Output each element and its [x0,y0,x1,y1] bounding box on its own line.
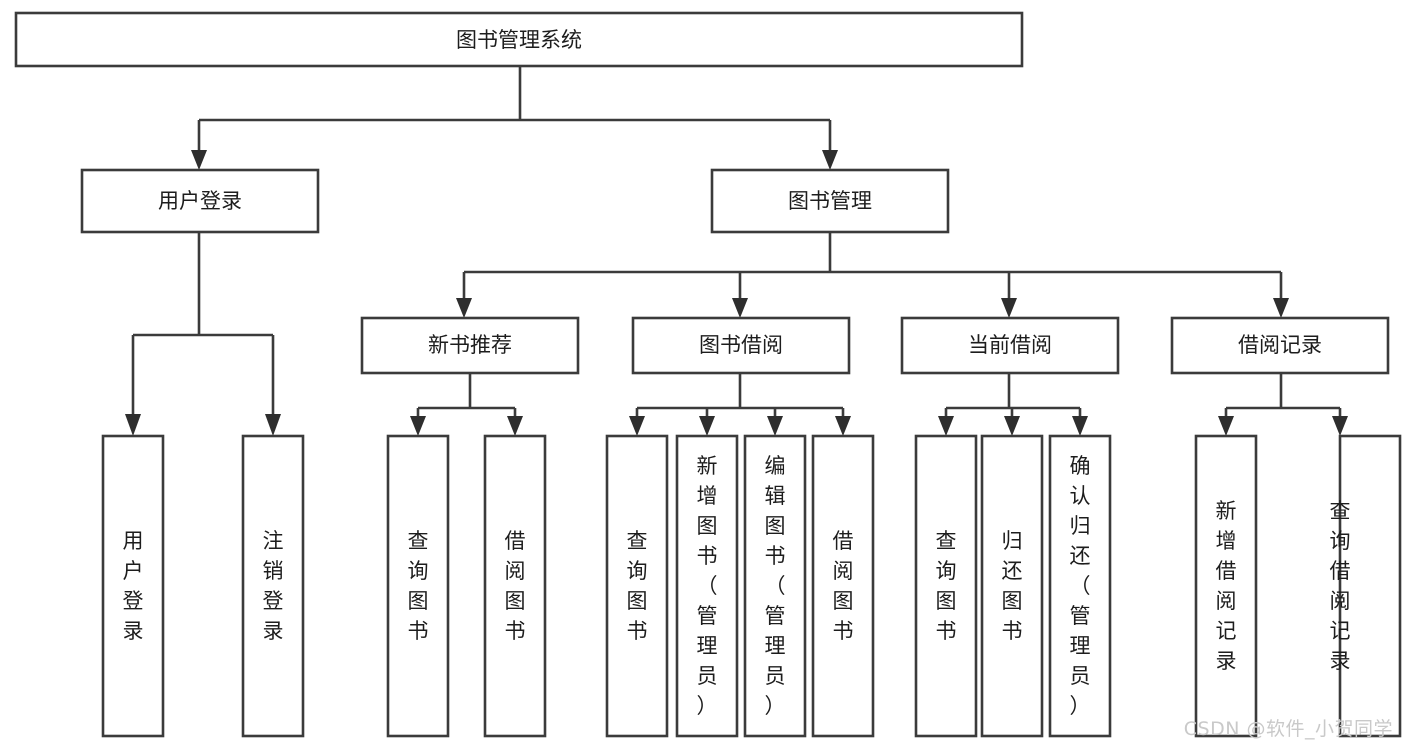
node-new-book-recommend-label: 新书推荐 [428,333,512,357]
arrow-head-book-borrow [732,298,748,318]
node-new-book-recommend-box[interactable] [360,316,580,375]
node-leaf-borrow-book-1-box[interactable] [483,434,547,738]
node-leaf-borrow-book-1[interactable]: 借阅图书 [483,434,547,738]
node-new-book-recommend[interactable]: 新书推荐 [360,316,580,375]
arrow-head-new-book-recommend [456,298,472,318]
node-leaf-logout-login[interactable]: 注销登录 [241,434,305,738]
node-root[interactable]: 图书管理系统 [14,11,1024,68]
node-leaf-edit-book-admin-label: 编辑图书（管理员） [765,454,786,718]
arrow-head-leaf-confirm-return-admin [1072,416,1088,436]
node-book-borrow-label: 图书借阅 [699,333,783,357]
node-leaf-query-book-2[interactable]: 查询图书 [605,434,669,738]
node-leaf-query-borrow-record[interactable]: 查询借阅记录 [1330,434,1402,738]
arrow-head-leaf-edit-book-admin [767,416,783,436]
node-leaf-query-borrow-record-label: 查询借阅记录 [1330,499,1351,673]
arrow-head-leaf-query-borrow-record [1332,416,1348,436]
node-current-borrow[interactable]: 当前借阅 [900,316,1120,375]
node-leaf-query-book-3-label: 查询图书 [936,529,957,643]
node-leaf-confirm-return-admin-label: 确认归还（管理员） [1070,454,1091,718]
arrow-head-leaf-add-book-admin [699,416,715,436]
node-book-borrow[interactable]: 图书借阅 [631,316,851,375]
node-root-label: 图书管理系统 [456,28,582,52]
arrow-head-borrow-record [1273,298,1289,318]
node-leaf-confirm-return-admin[interactable]: 确认归还（管理员） [1048,434,1112,738]
connector-layer [125,66,1348,436]
node-leaf-user-login-box[interactable] [101,434,165,738]
node-leaf-edit-book-admin[interactable]: 编辑图书（管理员） [743,434,807,738]
node-leaf-add-book-admin[interactable]: 新增图书（管理员） [675,434,739,738]
node-leaf-logout-login-box[interactable] [241,434,305,738]
node-user-login[interactable]: 用户登录 [80,168,320,234]
node-current-borrow-box[interactable] [900,316,1120,375]
node-leaf-borrow-book-1-label: 借阅图书 [505,529,526,643]
node-user-login-box[interactable] [80,168,320,234]
node-book-borrow-box[interactable] [631,316,851,375]
node-borrow-record-box[interactable] [1170,316,1390,375]
node-leaf-return-book-label: 归还图书 [1002,529,1023,643]
node-leaf-borrow-book-2-box[interactable] [811,434,875,738]
node-leaf-add-borrow-record-box[interactable] [1194,434,1258,738]
leaf-node-group: 用户登录 注销登录 查询图书 借阅图书 查询图书 新增图书（管理员） [101,434,1402,738]
node-leaf-query-book-3[interactable]: 查询图书 [914,434,978,738]
node-leaf-query-book-1[interactable]: 查询图书 [386,434,450,738]
node-leaf-borrow-book-2-label: 借阅图书 [833,529,854,643]
arrow-head-book-management [822,150,838,170]
node-user-login-label: 用户登录 [158,189,242,213]
csdn-watermark: CSDN @软件_小贺同学 [1183,718,1393,740]
node-book-management-box[interactable] [710,168,950,234]
node-borrow-record[interactable]: 借阅记录 [1170,316,1390,375]
node-root-box[interactable] [14,11,1024,68]
arrow-head-leaf-return-book [1004,416,1020,436]
arrow-head-leaf-query-book-3 [938,416,954,436]
node-leaf-add-borrow-record-label: 新增借阅记录 [1216,499,1237,673]
node-leaf-add-borrow-record[interactable]: 新增借阅记录 [1194,434,1258,738]
arrow-head-leaf-add-borrow-record [1218,416,1234,436]
node-leaf-confirm-return-admin-box[interactable] [1048,434,1112,738]
node-borrow-record-label: 借阅记录 [1238,333,1322,357]
node-leaf-return-book-box[interactable] [980,434,1044,738]
node-leaf-query-book-1-box[interactable] [386,434,450,738]
node-leaf-query-book-2-label: 查询图书 [627,529,648,643]
arrow-head-leaf-query-book-2 [629,416,645,436]
node-book-management-label: 图书管理 [788,189,872,213]
node-current-borrow-label: 当前借阅 [968,333,1052,357]
node-leaf-borrow-book-2[interactable]: 借阅图书 [811,434,875,738]
node-leaf-query-book-3-box[interactable] [914,434,978,738]
node-leaf-add-book-admin-label: 新增图书（管理员） [697,454,718,718]
node-leaf-query-book-2-box[interactable] [605,434,669,738]
node-leaf-query-borrow-record-box[interactable] [1338,434,1402,738]
arrow-head-leaf-borrow-book-2 [835,416,851,436]
node-leaf-add-book-admin-box[interactable] [675,434,739,738]
node-book-management[interactable]: 图书管理 [710,168,950,234]
arrow-head-leaf-query-book-1 [410,416,426,436]
arrow-head-leaf-user-login [125,414,141,436]
arrow-head-user-login [191,150,207,170]
node-leaf-return-book[interactable]: 归还图书 [980,434,1044,738]
node-leaf-user-login-label: 用户登录 [123,529,144,643]
node-leaf-query-book-1-label: 查询图书 [408,529,429,643]
node-leaf-edit-book-admin-box[interactable] [743,434,807,738]
arrow-head-leaf-borrow-book-1 [507,416,523,436]
node-leaf-logout-login-label: 注销登录 [263,529,284,643]
arrow-head-current-borrow [1001,298,1017,318]
arrow-head-leaf-logout-login [265,414,281,436]
node-leaf-user-login[interactable]: 用户登录 [101,434,165,738]
